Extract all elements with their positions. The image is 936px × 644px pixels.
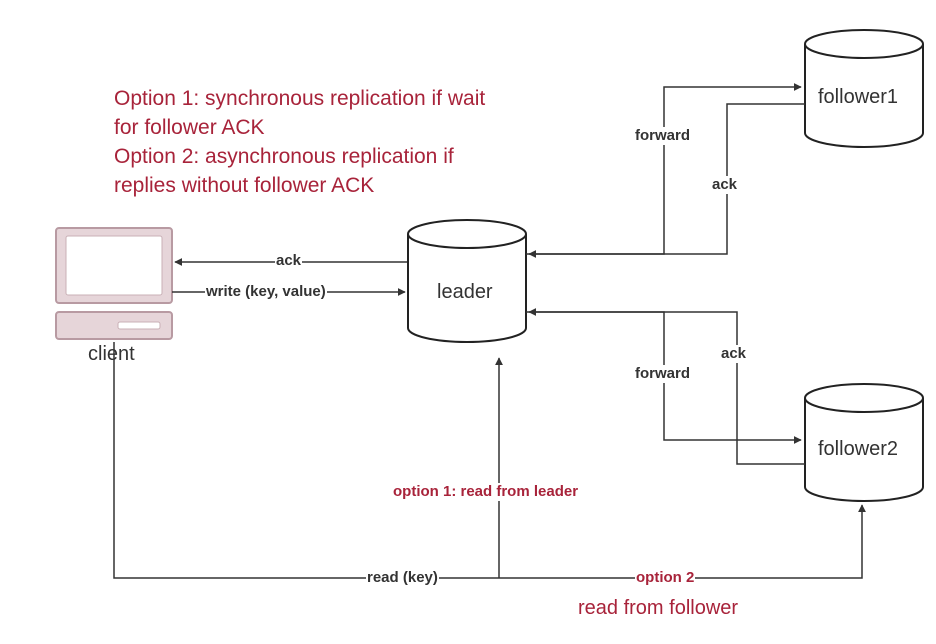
follower2-database-icon bbox=[804, 383, 924, 502]
client-ack-label: ack bbox=[275, 252, 303, 270]
laptop-display bbox=[65, 235, 163, 296]
option2-line2: replies without follower ACK bbox=[114, 174, 375, 197]
client-write-label: write (key, value) bbox=[205, 283, 327, 301]
option-notes: Option 1: synchronous replication if wai… bbox=[114, 84, 485, 200]
follower1-database-icon bbox=[804, 29, 924, 148]
follower1-label: follower1 bbox=[818, 86, 899, 108]
f1-ack-label: ack bbox=[711, 176, 739, 194]
f1-forward-edge bbox=[526, 83, 802, 255]
read-key-label: read (key) bbox=[366, 569, 439, 587]
leader-database-icon bbox=[407, 219, 527, 343]
read-key-edge bbox=[113, 342, 499, 579]
laptop-touchpad bbox=[117, 321, 161, 330]
f2-ack-label: ack bbox=[720, 345, 748, 363]
client-label: client bbox=[88, 343, 135, 365]
f2-forward-label: forward bbox=[634, 365, 692, 383]
option2-line1: Option 2: asynchronous replication if bbox=[114, 145, 454, 168]
option1-read-label: option 1: read from leader bbox=[392, 483, 580, 501]
follower2-label: follower2 bbox=[818, 438, 899, 460]
f1-forward-label: forward bbox=[634, 127, 692, 145]
laptop-icon bbox=[55, 227, 173, 340]
option2-label: option 2 bbox=[635, 569, 696, 587]
laptop-base bbox=[55, 311, 173, 340]
read-from-follower-label: read from follower bbox=[578, 597, 739, 619]
option1-line2: for follower ACK bbox=[114, 116, 265, 139]
leader-label: leader bbox=[437, 281, 493, 303]
option1-line1: Option 1: synchronous replication if wai… bbox=[114, 87, 486, 110]
read-from-follower-edge bbox=[499, 504, 866, 579]
f2-ack-edge bbox=[528, 308, 805, 465]
